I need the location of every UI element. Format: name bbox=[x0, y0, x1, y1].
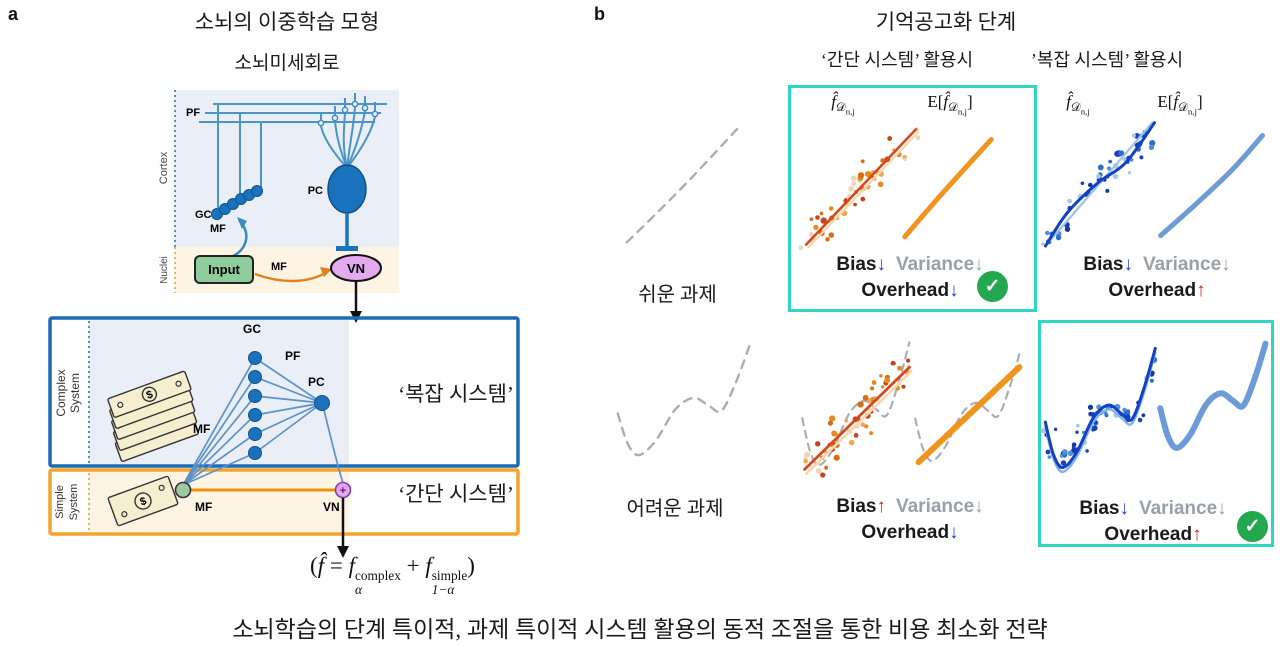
panel-a-label: a bbox=[8, 4, 19, 24]
input-box bbox=[194, 255, 254, 284]
easy-simple-fit-scatter bbox=[798, 127, 921, 251]
simple-system-box bbox=[48, 468, 520, 536]
fhat-label-c2: f̂𝒟n,j bbox=[1066, 92, 1090, 117]
gc-label: GC bbox=[195, 209, 212, 221]
vn-plus-sign: + bbox=[340, 485, 346, 497]
panel-a-title: 소뇌의 이중학습 모형 bbox=[194, 10, 380, 34]
synapse-contacts bbox=[317, 100, 379, 127]
complex-pf-label: PF bbox=[285, 349, 300, 363]
stats-line1-easy-simple: Bias↓Variance↓ bbox=[836, 254, 984, 275]
easy-simple-expected-line bbox=[902, 137, 994, 240]
easy-complex-fit-scatter bbox=[1041, 121, 1156, 248]
hard-task-row-label: 어려운 과제 bbox=[626, 498, 724, 520]
hard-complex-expected-line bbox=[1157, 340, 1269, 451]
stats-line2-hard-simple: Overhead↓ bbox=[861, 522, 959, 543]
simple-side-label-1: Simple bbox=[54, 485, 66, 519]
highlight-box-easy-simple bbox=[788, 85, 1037, 312]
hard-complex-fit-scatter bbox=[1040, 346, 1158, 473]
inhibitory-synapse-bar bbox=[336, 246, 358, 251]
nuclei-label: Nuclei bbox=[159, 256, 170, 284]
stats-line2-hard-complex: Overhead↑ bbox=[1104, 524, 1202, 545]
simple-mf-label: MF bbox=[195, 500, 212, 514]
stats-line2-easy-simple: Overhead↓ bbox=[861, 280, 959, 301]
purkinje-cell bbox=[327, 164, 367, 214]
complex-pc-label: PC bbox=[308, 375, 325, 389]
simple-side-label-2: System bbox=[68, 484, 80, 521]
pc-label: PC bbox=[308, 185, 323, 197]
complex-gc-column bbox=[248, 351, 262, 460]
mf-to-vn-arrow bbox=[254, 270, 328, 283]
easy-task-target-curve bbox=[625, 127, 739, 244]
vn-label: VN bbox=[347, 261, 365, 276]
money-stack-dollar: $ bbox=[145, 389, 155, 402]
mf-cortex-label: MF bbox=[210, 223, 226, 235]
simple-output-arrowhead bbox=[337, 546, 349, 558]
panel-b-title: 기억공고화 단계 bbox=[875, 10, 1017, 34]
complex-pc-node bbox=[314, 395, 330, 411]
panel-a-subtitle: 소뇌미세회로 bbox=[234, 53, 340, 74]
panel-b-label: b bbox=[594, 4, 605, 24]
mossy-fiber-arrowhead bbox=[237, 217, 247, 229]
simple-mf-node bbox=[174, 481, 192, 499]
vestibular-nucleus bbox=[330, 254, 382, 282]
complex-gc-label: GC bbox=[243, 322, 261, 336]
complex-mf-label: MF bbox=[193, 422, 210, 436]
hard-simple-fit-scatter bbox=[801, 341, 913, 478]
easy-task-row-label: 쉬운 과제 bbox=[638, 284, 717, 306]
granule-cells bbox=[211, 185, 263, 220]
mf-to-vn-arrowhead bbox=[320, 267, 332, 277]
simple-system-name: ‘간단 시스템’ bbox=[398, 482, 514, 506]
simple-vn-label: VN bbox=[323, 500, 340, 514]
pf-label: PF bbox=[186, 107, 200, 119]
stats-line1-hard-simple: Bias↑Variance↓ bbox=[836, 496, 984, 517]
stats-line2-easy-complex: Overhead↑ bbox=[1108, 280, 1206, 301]
input-label: Input bbox=[208, 262, 240, 277]
easy-complex-expected-line bbox=[1158, 133, 1265, 239]
dollar-bill-symbol: $ bbox=[138, 495, 148, 508]
cortex-region bbox=[175, 90, 399, 247]
dual-system-diagram: Complex System Simple System $ bbox=[48, 316, 520, 558]
mf-nuclei-label: MF bbox=[271, 261, 287, 273]
money-stack-icon: $ bbox=[107, 370, 200, 462]
complex-system-name: ‘복잡 시스템’ bbox=[398, 382, 514, 406]
dollar-bill-icon: $ bbox=[107, 475, 179, 527]
parallel-fibers bbox=[199, 103, 387, 208]
expected-fhat-label-c1: E[f̂𝒟n,j] bbox=[927, 92, 973, 117]
stats-line1-easy-complex: Bias↓Variance↓ bbox=[1083, 254, 1231, 275]
highlight-box-hard-complex bbox=[1038, 320, 1274, 547]
hard-simple-expected-line bbox=[914, 348, 1023, 466]
hard-task-target-curve bbox=[616, 344, 751, 457]
complex-side-label-2: System bbox=[68, 373, 82, 413]
success-check-icon-easy-simple: ✓ bbox=[977, 271, 1008, 302]
complex-system-column-header: ’복잡 시스템’ 활용시 bbox=[1030, 50, 1184, 70]
complex-system-box bbox=[48, 316, 520, 468]
stats-line1-hard-complex: Bias↓Variance↓ bbox=[1079, 498, 1227, 519]
fhat-label-c1: f̂𝒟n,j bbox=[831, 92, 855, 117]
mossy-fiber-fan bbox=[182, 357, 344, 486]
figure-caption: 소뇌학습의 단계 특이적, 과제 특이적 시스템 활용의 동적 조절을 통한 비… bbox=[232, 617, 1048, 642]
success-check-icon-hard-complex: ✓ bbox=[1237, 511, 1268, 542]
cerebellar-microcircuit-diagram: Cortex Nuclei PF GC MF bbox=[158, 90, 399, 323]
simple-vn-node bbox=[334, 481, 352, 499]
simple-system-column-header: ‘간단 시스템’ 활용시 bbox=[820, 50, 974, 70]
complex-side-label-1: Complex bbox=[54, 369, 68, 416]
cortex-label: Cortex bbox=[158, 151, 170, 184]
pc-dendrites bbox=[320, 93, 376, 169]
expected-fhat-label-c2: E[f̂𝒟n,j] bbox=[1157, 92, 1203, 117]
